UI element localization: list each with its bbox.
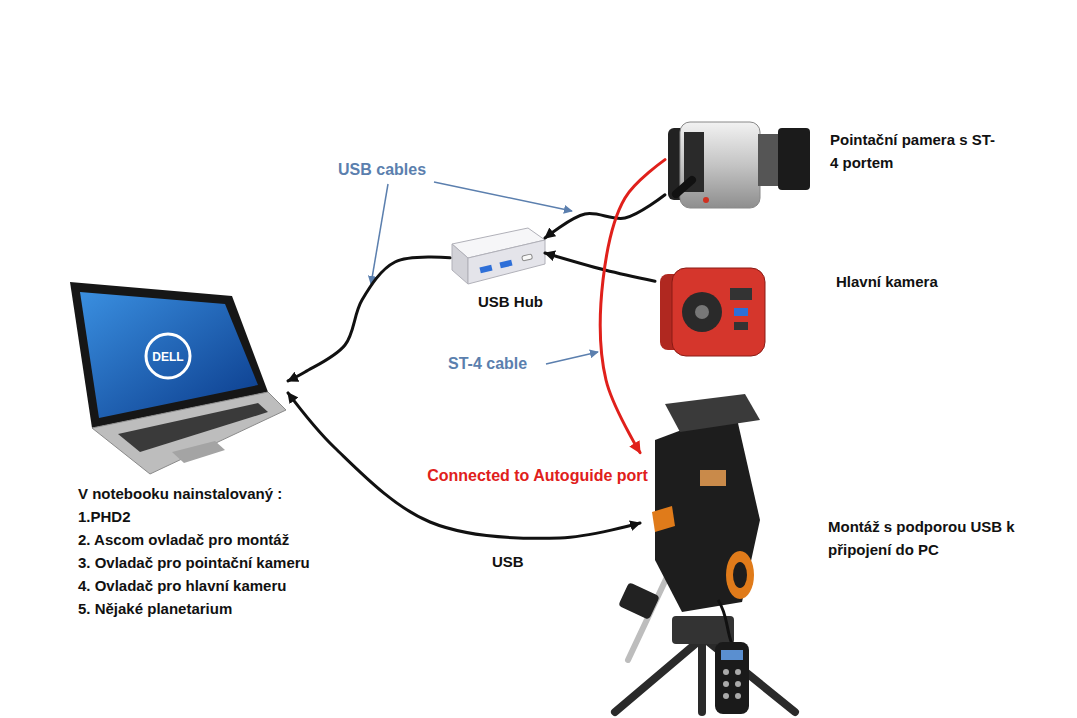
cable-label: USB cables (338, 160, 426, 180)
label-slot: USB cables (338, 160, 426, 180)
controller-cable (718, 600, 732, 644)
tripod-leg (698, 640, 706, 712)
leader-line (546, 352, 598, 364)
guide-camera: Pointační pamera s ST-4 portem (665, 115, 810, 210)
tripod-leg (615, 640, 700, 712)
software-item: 4. Ovladač pro hlavní kameru (78, 574, 304, 597)
usb-cable (288, 393, 640, 538)
label-slot: DELL (138, 347, 198, 367)
laptop-keyboard (118, 403, 268, 452)
fan-hub (695, 305, 709, 319)
laptop: V notebooku nainstalovaný :1.PHD22. Asco… (62, 278, 288, 476)
orange-trim (652, 506, 675, 532)
usb-cable (545, 195, 665, 238)
clutch-ring (726, 551, 754, 599)
controller-display (721, 650, 743, 660)
status-led (703, 197, 709, 203)
port-note: Connected to Autoguide port (425, 466, 650, 486)
camera-body (680, 122, 760, 208)
usb-c-port (522, 254, 533, 261)
laptop-touchpad (172, 441, 225, 463)
counterweight (618, 582, 660, 620)
controller-button (723, 681, 729, 687)
main-camera: Hlavní kamera (655, 262, 767, 358)
hand-controller (715, 642, 749, 714)
label-slot: ST-4 cable (448, 354, 527, 374)
leader-line (434, 182, 572, 211)
hub-side (468, 240, 545, 284)
controller-button (723, 669, 729, 675)
main-camera-picture (660, 268, 765, 356)
cable-label: ST-4 cable (448, 354, 527, 374)
connector-group (288, 160, 665, 539)
camera-port (730, 288, 752, 300)
hub-picture (452, 228, 545, 284)
label-slot: USB (490, 552, 526, 572)
software-item: 3. Ovladač pro pointační kameru (78, 551, 304, 574)
mount: Montáž s podporou USB k připojení do PC (640, 395, 805, 715)
label-slot: Connected to Autoguide port (425, 466, 650, 486)
device-label: USB Hub (478, 290, 573, 313)
software-item: 2. Ascom ovladač pro montáž (78, 528, 304, 551)
software-item: 5. Nějaké planetarium (78, 597, 304, 620)
usb-port (734, 308, 748, 316)
software-item: 1.PHD2 (78, 505, 304, 528)
camera-port (734, 322, 748, 330)
edge-label: USB (490, 552, 526, 572)
controller-button (735, 669, 741, 675)
device-label: Hlavní kamera (836, 270, 948, 293)
device-label: V notebooku nainstalovaný : (78, 482, 304, 505)
usb-cable (288, 257, 450, 381)
device-label: Montáž s podporou USB k připojení do PC (828, 515, 1048, 561)
logo-text: DELL (138, 347, 198, 367)
controller-button (723, 693, 729, 699)
camera-fan (682, 292, 722, 332)
hub-end (452, 244, 468, 284)
mount-picture (615, 394, 795, 714)
laptop-deck (92, 392, 286, 474)
controller-button (735, 693, 741, 699)
mount-saddle (665, 394, 760, 432)
clutch-knob (733, 562, 747, 588)
laptop-picture (70, 282, 286, 474)
st4-cable (600, 160, 665, 453)
usb-cable (545, 253, 655, 281)
camera-neck (758, 134, 780, 186)
cable-plug (676, 180, 692, 194)
usb-port (479, 265, 492, 274)
usb-port (499, 260, 512, 269)
camera-body (672, 268, 765, 356)
usb-hub: USB Hub (450, 226, 545, 286)
controller-button (735, 681, 741, 687)
guide-camera-picture (668, 122, 810, 208)
mount-panel (700, 470, 726, 486)
device-label: Pointační pamera s ST-4 portem (830, 128, 1000, 174)
camera-nosepiece (778, 128, 810, 190)
